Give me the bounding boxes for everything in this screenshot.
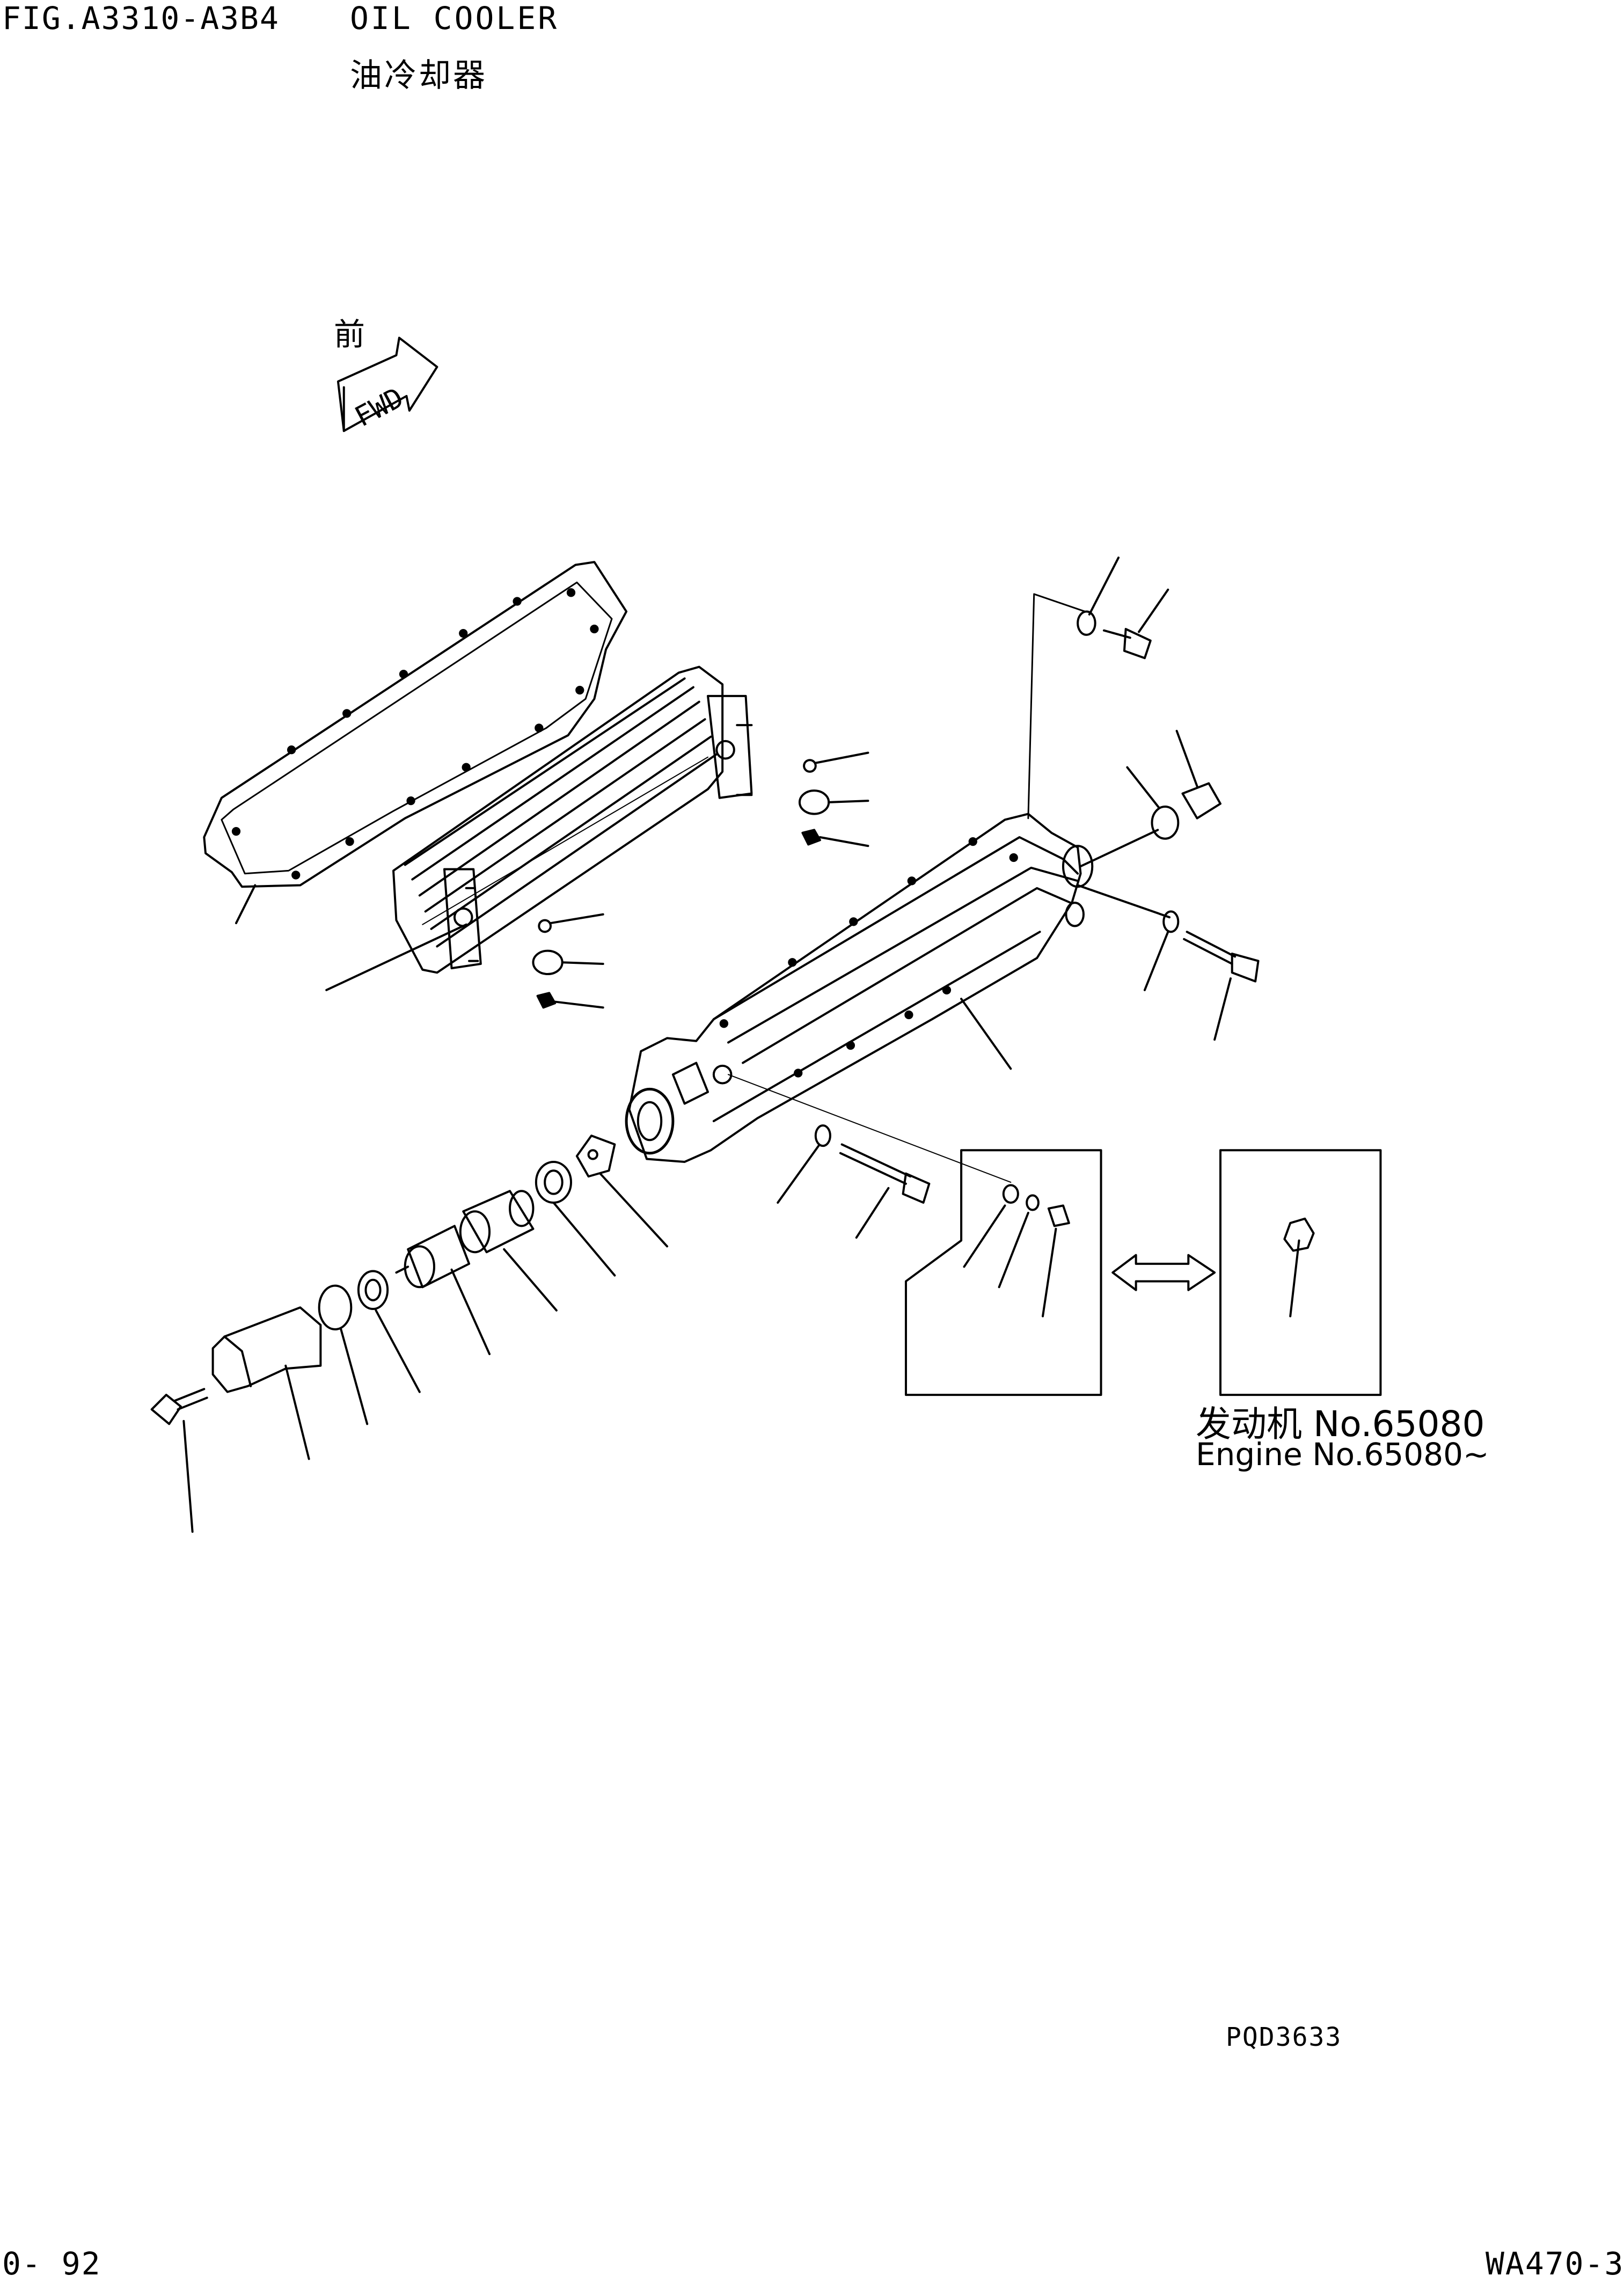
page-number: 0- 92 [2,2245,101,2282]
seal-ring-part [577,1136,667,1246]
cooler-case-part [626,594,1092,1162]
right-bolt-washer-set [1078,886,1258,1040]
machine-model: WA470-3 [1486,2245,1624,2282]
cover-bolt-part [152,1389,207,1532]
inset-box-late [1220,1150,1380,1395]
engine-number-chinese: 发动机 No.65080 [1196,1403,1485,1445]
fwd-arrow-text: FWD [349,382,408,434]
oring-large-part [536,1162,615,1276]
cover-part [213,1307,321,1459]
element-bolt-seal-set-upper [800,753,868,846]
gasket-ring-part [359,1271,420,1392]
right-plug-oring-set [1081,731,1220,866]
title-chinese: 油冷却器 [350,57,487,94]
oring-small-part [319,1286,368,1424]
case-bolt-washer-set [728,1074,1011,1238]
element-bolt-seal-set-lower [533,914,603,1008]
forward-label-chinese: 前 [334,316,365,353]
inset-box-early [906,1150,1101,1395]
figure-code: FIG.A3310-A3B4 [2,0,280,36]
title-english: OIL COOLER [350,0,559,36]
top-bolt-washer-set [1078,558,1168,658]
engine-number-english: Engine No.65080~ [1196,1436,1489,1473]
gasket-part [204,562,626,923]
sleeve-part [460,1191,557,1310]
thermostat-part [396,1226,489,1354]
drawing-code: PQD3633 [1226,2022,1342,2052]
cooler-element-part [326,667,751,990]
fwd-arrow-icon: FWD [338,338,437,433]
double-arrow-icon [1113,1255,1215,1290]
